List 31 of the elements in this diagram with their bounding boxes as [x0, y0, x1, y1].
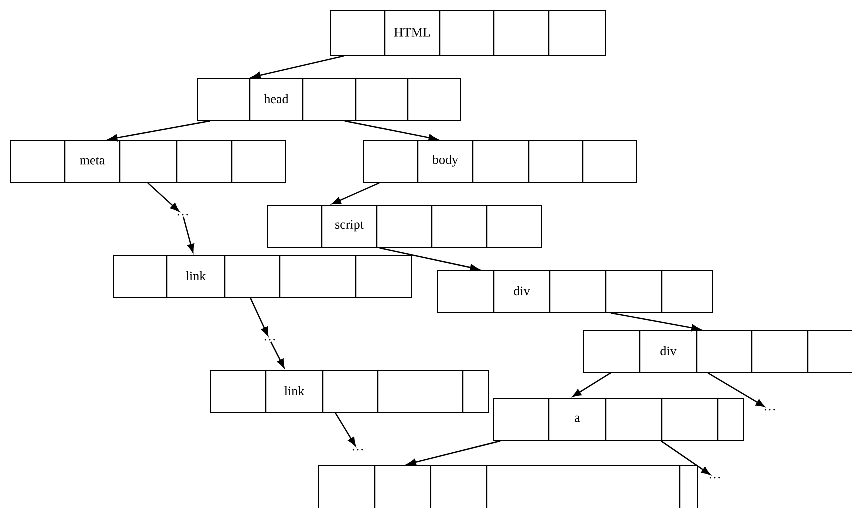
arrow	[252, 56, 344, 80]
arrow	[335, 412, 356, 446]
arrow	[148, 182, 180, 212]
record-box: link	[210, 370, 490, 414]
record-box: body	[363, 140, 638, 184]
arrow	[250, 298, 269, 336]
ellipsis: …	[264, 339, 276, 341]
record-box: script	[267, 205, 542, 248]
record-box: HTML	[330, 10, 606, 56]
arrow	[572, 372, 612, 398]
arrow	[380, 248, 480, 272]
record-box: link	[113, 255, 412, 298]
arrow	[332, 182, 380, 205]
arrow	[407, 440, 501, 466]
arrow	[610, 312, 701, 332]
arrow	[344, 120, 438, 142]
record-box	[318, 464, 698, 508]
arrow	[182, 216, 195, 253]
arrow	[270, 342, 285, 368]
arrow	[660, 440, 710, 476]
record-box: div	[583, 330, 852, 374]
arrow	[708, 372, 765, 408]
record-box: meta	[10, 140, 286, 184]
ellipsis: …	[352, 449, 364, 451]
ellipsis: …	[710, 477, 720, 479]
record-box: head	[197, 78, 462, 122]
record-box: a	[493, 398, 744, 442]
record-box: div	[437, 270, 714, 314]
arrow	[108, 120, 210, 142]
ellipsis: …	[178, 214, 188, 216]
ellipsis: …	[764, 409, 776, 411]
